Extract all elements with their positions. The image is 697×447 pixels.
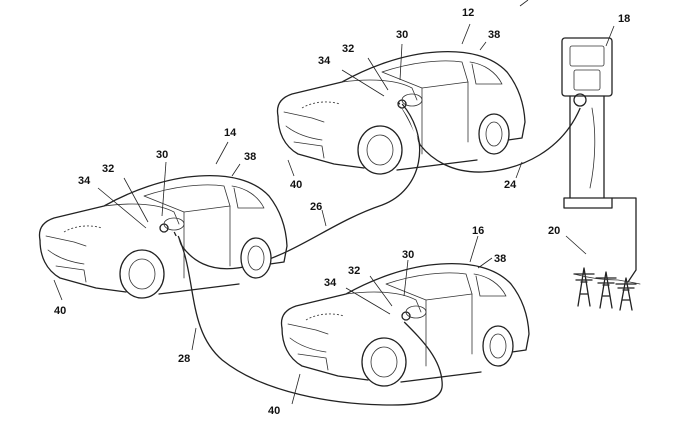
label-32-left: 32 — [102, 163, 114, 175]
reference-numerals: 12 38 30 32 34 18 14 38 30 32 34 40 24 2… — [54, 7, 630, 417]
label-30-left: 30 — [156, 149, 168, 161]
label-40-left: 40 — [54, 305, 66, 317]
label-32-top: 32 — [342, 43, 354, 55]
label-38-left: 38 — [244, 151, 256, 163]
label-34-bottom: 34 — [324, 277, 337, 289]
label-12: 12 — [462, 7, 474, 19]
charging-cables — [170, 101, 637, 407]
leader-lines — [53, 0, 615, 405]
label-34-top: 34 — [318, 55, 331, 67]
power-grid — [573, 267, 641, 311]
label-26: 26 — [310, 201, 322, 213]
label-30-top: 30 — [396, 29, 408, 41]
label-14: 14 — [224, 127, 237, 139]
label-34-left: 34 — [78, 175, 91, 187]
charging-station — [561, 37, 613, 209]
label-18: 18 — [618, 13, 630, 25]
label-38-top: 38 — [488, 29, 500, 41]
label-38-bottom: 38 — [494, 253, 506, 265]
label-16: 16 — [472, 225, 484, 237]
label-24: 24 — [504, 179, 517, 191]
grid-line — [611, 197, 637, 283]
label-20: 20 — [548, 225, 560, 237]
vehicle-16 — [280, 262, 530, 387]
vehicle-14 — [38, 174, 288, 299]
label-40-top: 40 — [290, 179, 302, 191]
cable-28 — [175, 235, 441, 406]
label-30-bottom: 30 — [402, 249, 414, 261]
label-28: 28 — [178, 353, 190, 365]
label-40-bottom: 40 — [268, 405, 280, 417]
vehicle-12 — [276, 50, 526, 175]
label-32-bottom: 32 — [348, 265, 360, 277]
